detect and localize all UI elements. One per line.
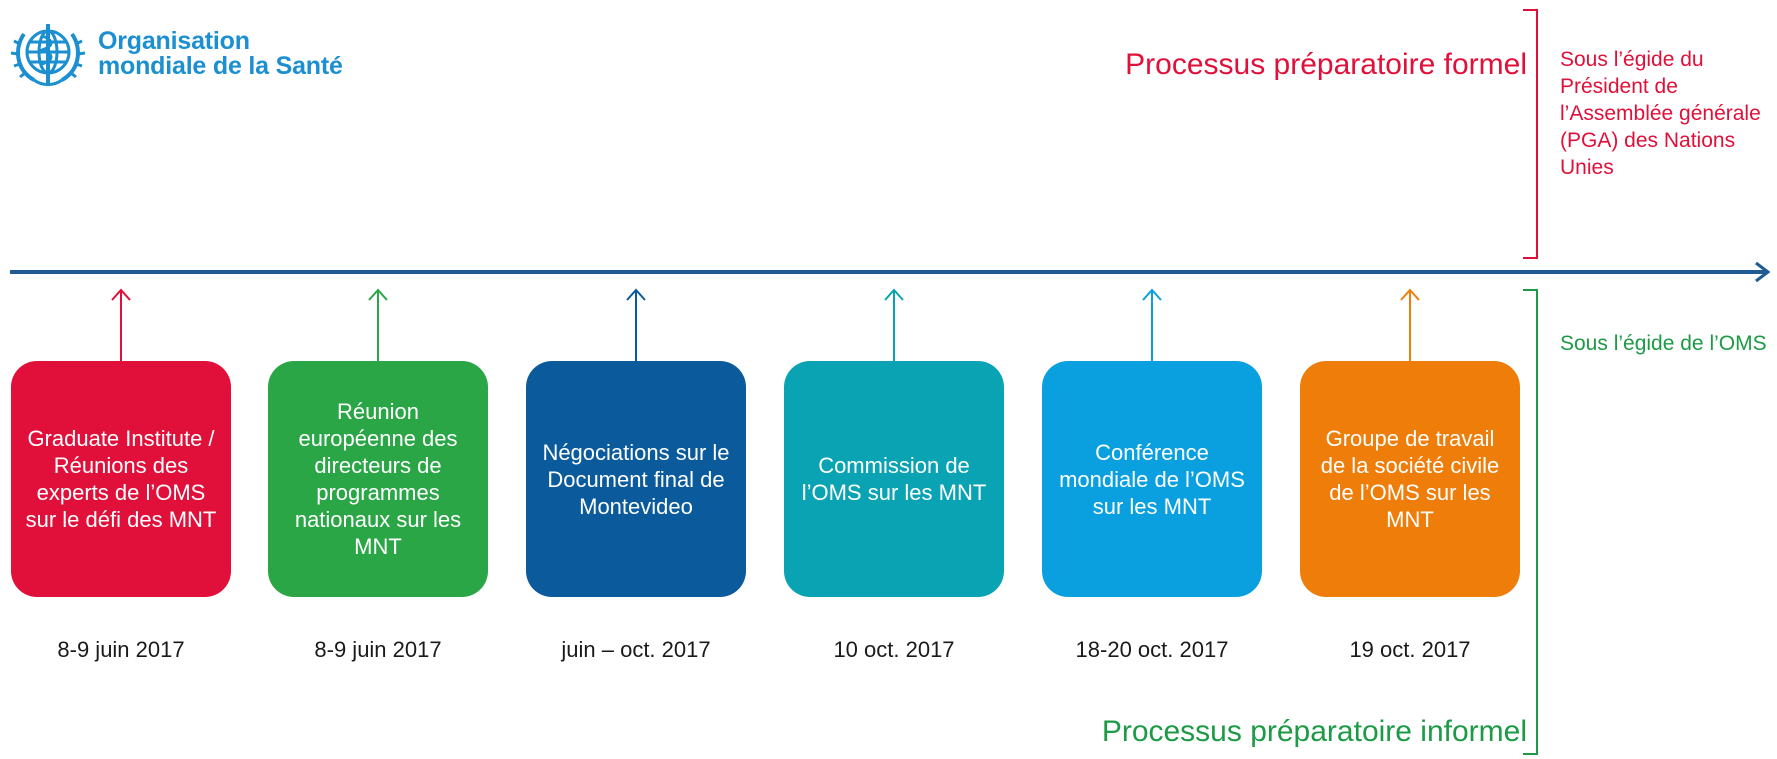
timeline-arrow-head [1755,261,1771,283]
organization-name: Organisation mondiale de la Santé [98,29,343,79]
informal-bracket [1523,289,1538,755]
formal-process-description: Sous l’égide du Président de l’Assemblée… [1560,48,1761,179]
organization-name-line1: Organisation [98,27,250,55]
event-label-5: Conférence mondiale de l’OMS sur les MNT [1059,439,1245,519]
event-label-4: Commission de l’OMS sur les MNT [801,453,987,505]
event-date-4: 10 oct. 2017 [833,637,955,662]
event-box-3: Négociations sur le Document final de Mo… [526,361,746,597]
event-arrow-3 [626,288,646,361]
formal-process-title: Processus préparatoire formel [1125,48,1527,81]
event-date-2: 8-9 juin 2017 [314,637,442,662]
event-arrow-5 [1142,288,1162,361]
who-logo: Organisation mondiale de la Santé [8,14,343,94]
organization-name-line2: mondiale de la Santé [98,52,343,80]
event-box-1: Graduate Institute / Réunions des expert… [11,361,231,597]
event-box-4: Commission de l’OMS sur les MNT [784,361,1004,597]
event-date-5: 18-20 oct. 2017 [1075,637,1229,662]
event-box-2: Réunion européenne des directeurs de pro… [268,361,488,597]
event-label-6: Groupe de travail de la société civile d… [1320,426,1500,532]
event-date-1: 8-9 juin 2017 [57,637,185,662]
event-arrow-4 [884,288,904,361]
event-connectors [111,288,1420,361]
event-arrow-1 [111,288,131,361]
formal-bracket [1523,9,1538,259]
event-box-5: Conférence mondiale de l’OMS sur les MNT [1042,361,1262,597]
event-date-3: juin – oct. 2017 [561,637,711,662]
who-emblem-icon [10,24,86,86]
event-label-1: Graduate Institute / Réunions des expert… [25,426,217,532]
event-date-6: 19 oct. 2017 [1349,637,1471,662]
informal-process-title: Processus préparatoire informel [1101,715,1527,748]
event-arrow-2 [368,288,388,361]
event-arrow-6 [1400,288,1420,361]
event-box-6: Groupe de travail de la société civile d… [1300,361,1520,597]
event-label-3: Négociations sur le Document final de Mo… [542,439,730,519]
event-label-2: Réunion européenne des directeurs de pro… [294,399,462,559]
informal-process-description: Sous l’égide de l’OMS [1560,332,1767,355]
